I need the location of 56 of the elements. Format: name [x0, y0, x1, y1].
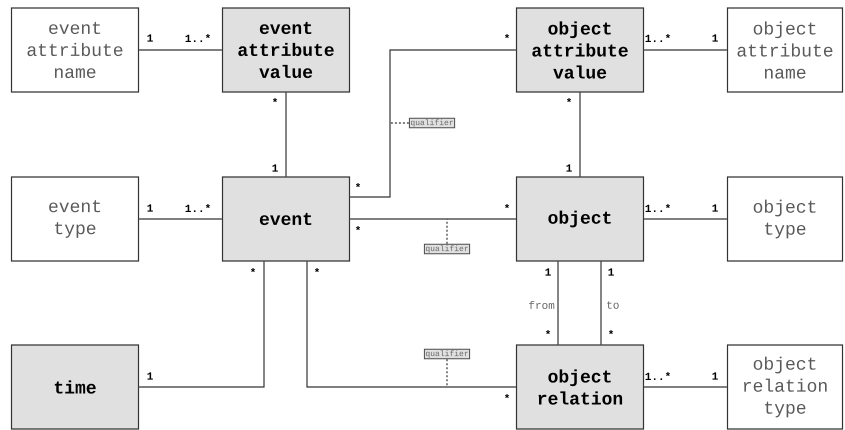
association-line: [644, 386, 727, 388]
multiplicity-label: *: [546, 330, 550, 334]
class-box: event attribute name: [10, 7, 140, 93]
association-line: [350, 218, 516, 220]
class-box: object attribute value: [516, 7, 644, 93]
association-line: [644, 218, 727, 220]
multiplicity-label: 1: [712, 204, 718, 212]
qualifier-box: qualifier: [408, 118, 456, 128]
multiplicity-label: *: [356, 226, 360, 230]
multiplicity-label: 1: [147, 34, 153, 42]
association-line: [139, 49, 222, 51]
class-box: object attribute name: [726, 7, 844, 93]
class-box: object: [516, 176, 644, 262]
multiplicity-label: *: [314, 268, 320, 272]
class-box: event attribute value: [222, 7, 350, 93]
association-line: [600, 262, 602, 344]
leader-line: [446, 359, 448, 387]
multiplicity-label: 1..*: [646, 34, 670, 42]
multiplicity-label: *: [272, 98, 278, 102]
association-line: [350, 49, 516, 198]
association-line: [579, 92, 581, 176]
class-box: object relation type: [726, 344, 844, 430]
multiplicity-label: 1: [712, 372, 718, 380]
association-line: [557, 262, 559, 344]
multiplicity-label: *: [504, 394, 510, 398]
class-box: time: [10, 344, 140, 430]
leader-line: [446, 219, 448, 244]
multiplicity-label: 1: [608, 268, 614, 276]
class-box: event: [222, 176, 350, 262]
class-box: object relation: [516, 344, 644, 430]
edge-label: from: [527, 300, 556, 310]
multiplicity-label: *: [608, 330, 614, 334]
multiplicity-label: 1: [566, 164, 572, 172]
qualifier-box: qualifier: [424, 244, 470, 254]
multiplicity-label: 1: [712, 34, 718, 42]
class-box: object type: [726, 176, 844, 262]
multiplicity-label: 1: [147, 204, 153, 212]
multiplicity-label: 1..*: [186, 34, 210, 42]
qualifier-box: qualifier: [424, 348, 470, 360]
multiplicity-label: 1: [147, 372, 153, 380]
class-box: event type: [10, 176, 140, 262]
association-line: [285, 92, 287, 176]
leader-line: [390, 122, 409, 124]
multiplicity-label: 1: [545, 268, 551, 276]
edge-label: to: [605, 300, 620, 310]
association-line: [139, 218, 222, 220]
multiplicity-label: 1..*: [646, 204, 670, 212]
multiplicity-label: *: [250, 268, 256, 272]
association-line: [306, 262, 516, 388]
multiplicity-label: *: [356, 183, 360, 188]
association-line: [139, 262, 265, 388]
multiplicity-label: 1: [272, 164, 278, 172]
multiplicity-label: 1..*: [646, 372, 670, 380]
multiplicity-label: *: [566, 98, 572, 102]
association-line: [644, 49, 727, 51]
multiplicity-label: 1..*: [186, 204, 210, 212]
